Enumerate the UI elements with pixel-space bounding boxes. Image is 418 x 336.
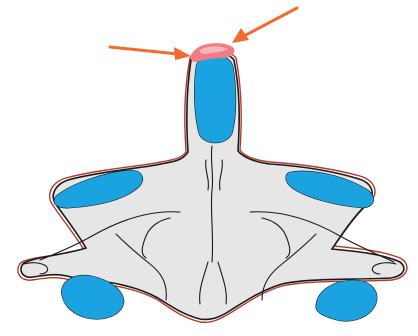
right-arrow <box>232 8 297 43</box>
left-arrow <box>110 47 191 60</box>
arrow-right-icon <box>110 47 178 54</box>
right-inferior-facet <box>316 280 377 321</box>
dens-articular-facet <box>194 55 236 143</box>
arrow-down-left-icon <box>244 8 297 36</box>
arrow-right-head <box>174 47 191 60</box>
